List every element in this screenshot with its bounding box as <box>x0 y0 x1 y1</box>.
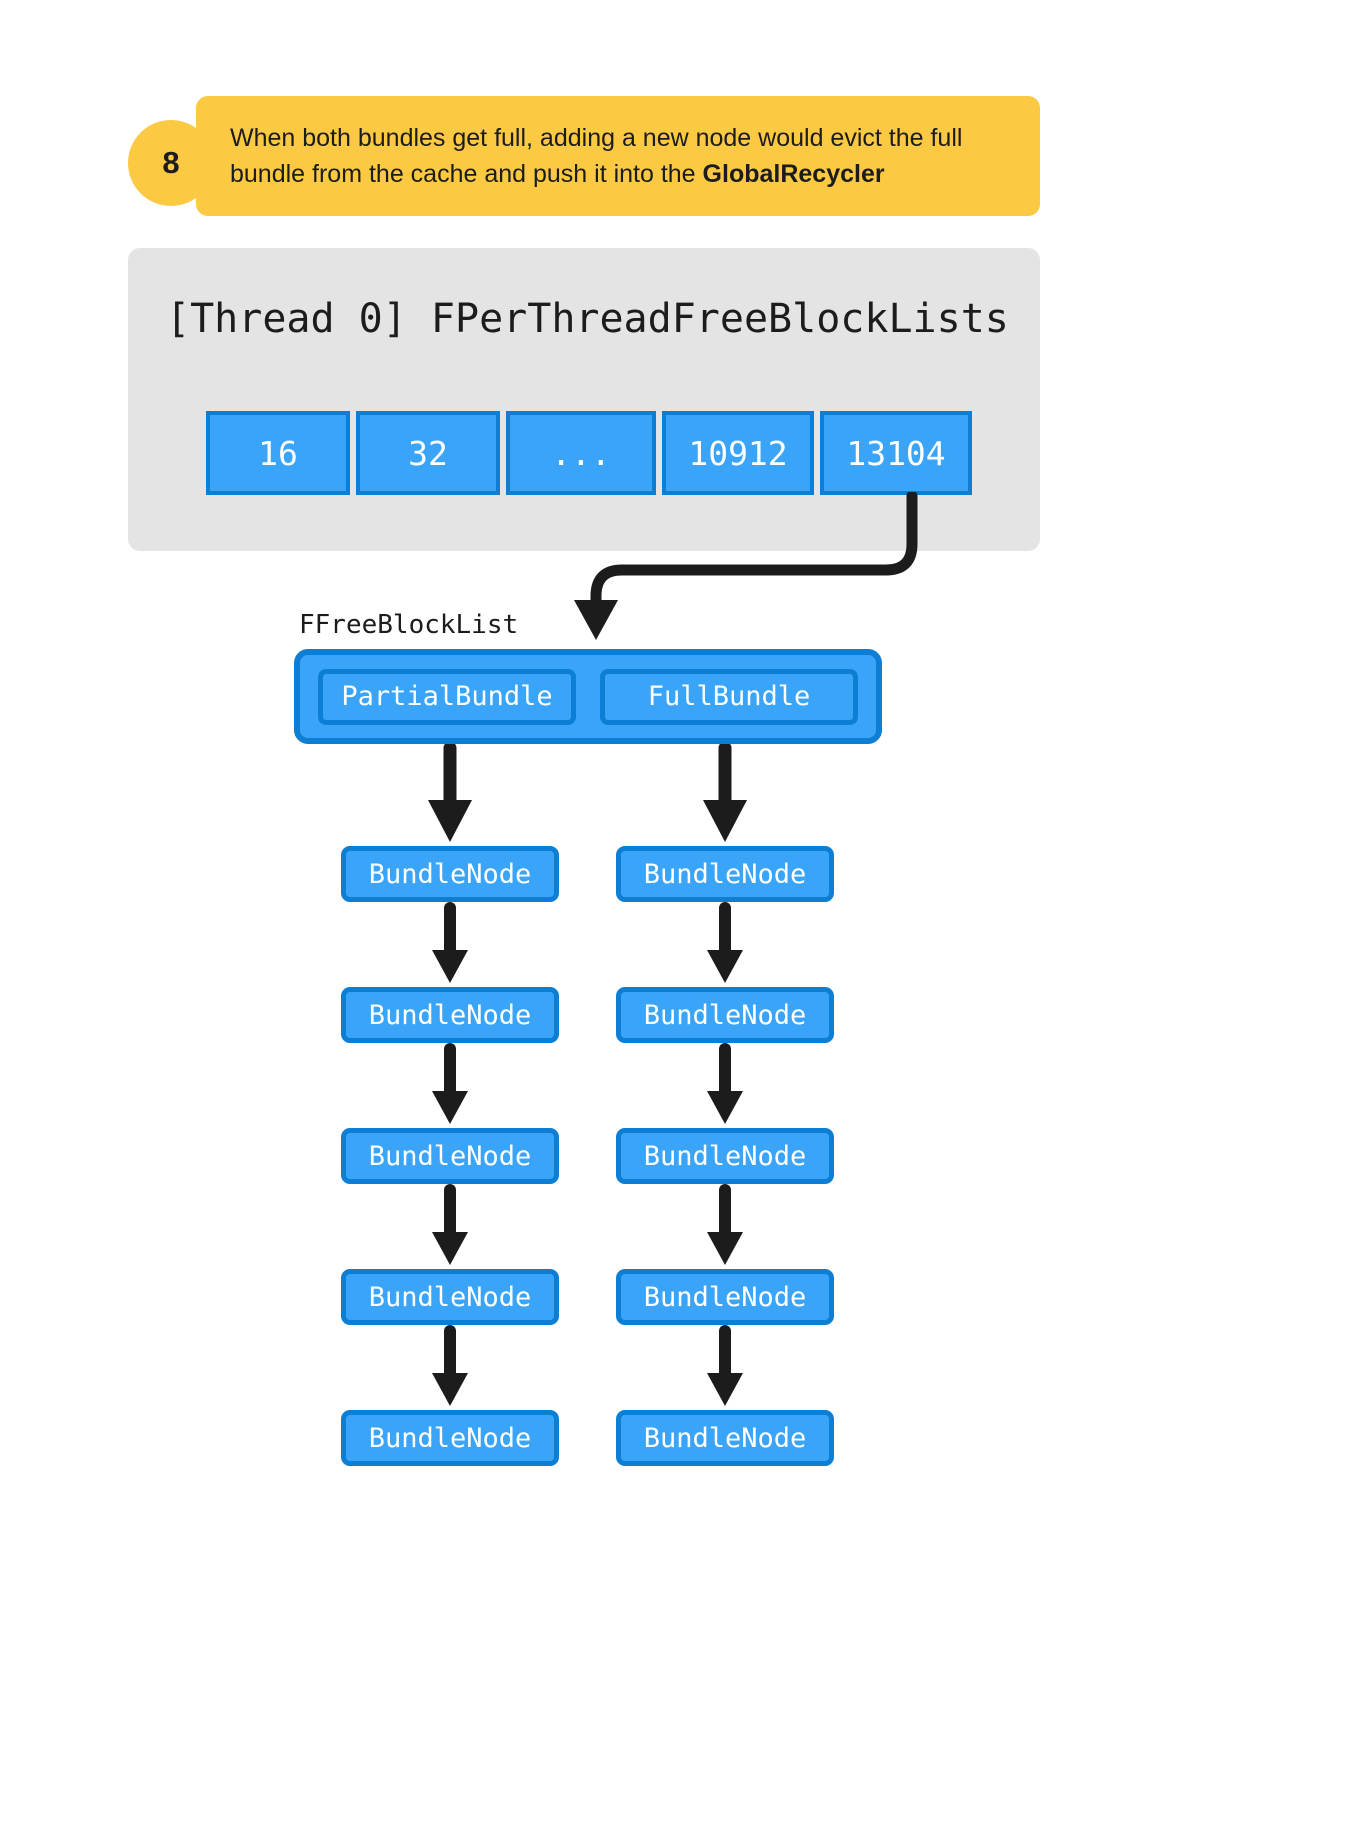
down-arrow-icon <box>432 1184 468 1265</box>
down-arrow-icon <box>428 744 472 842</box>
size-class-cell[interactable]: 32 <box>356 411 500 495</box>
down-arrow-icon <box>707 1043 743 1124</box>
bundle-node[interactable]: BundleNode <box>341 1128 559 1184</box>
callout-text-plain: When both bundles get full, adding a new… <box>230 123 963 188</box>
partial-bundle-chain: BundleNode BundleNode BundleNode BundleN… <box>300 744 600 1466</box>
size-class-cell[interactable]: 16 <box>206 411 350 495</box>
down-arrow-icon <box>707 902 743 983</box>
bundle-node[interactable]: BundleNode <box>341 1410 559 1466</box>
panel-title: [Thread 0] FPerThreadFreeBlockLists <box>166 296 1009 342</box>
bundle-node[interactable]: BundleNode <box>341 846 559 902</box>
bundle-node[interactable]: BundleNode <box>341 987 559 1043</box>
callout-body: When both bundles get full, adding a new… <box>196 96 1040 216</box>
callout-text-bold: GlobalRecycler <box>702 160 885 188</box>
per-thread-free-block-lists-panel: [Thread 0] FPerThreadFreeBlockLists 16 3… <box>128 248 1040 551</box>
curved-connector-arrow <box>574 492 918 640</box>
callout-text: When both bundles get full, adding a new… <box>230 120 1014 193</box>
size-class-cell[interactable]: 13104 <box>820 411 972 495</box>
full-bundle-slot[interactable]: FullBundle <box>600 668 858 725</box>
bundle-node[interactable]: BundleNode <box>616 846 834 902</box>
down-arrow-icon <box>703 744 747 842</box>
size-class-cell[interactable]: ... <box>506 411 656 495</box>
ffreeblocklist-box: PartialBundle FullBundle <box>294 649 882 744</box>
down-arrow-icon <box>432 1043 468 1124</box>
size-class-cell-row: 16 32 ... 10912 13104 <box>206 411 972 495</box>
ffreeblocklist-label: FFreeBlockList <box>299 610 519 640</box>
down-arrow-icon <box>432 1325 468 1406</box>
callout-step-8: 8 When both bundles get full, adding a n… <box>128 96 1040 216</box>
step-number-badge: 8 <box>128 120 214 206</box>
bundle-node[interactable]: BundleNode <box>616 1128 834 1184</box>
down-arrow-icon <box>707 1184 743 1265</box>
bundle-node[interactable]: BundleNode <box>616 1269 834 1325</box>
bundle-node[interactable]: BundleNode <box>341 1269 559 1325</box>
down-arrow-icon <box>432 902 468 983</box>
full-bundle-chain: BundleNode BundleNode BundleNode BundleN… <box>575 744 875 1466</box>
bundle-node[interactable]: BundleNode <box>616 987 834 1043</box>
partial-bundle-slot[interactable]: PartialBundle <box>318 668 576 725</box>
bundle-node[interactable]: BundleNode <box>616 1410 834 1466</box>
down-arrow-icon <box>707 1325 743 1406</box>
size-class-cell[interactable]: 10912 <box>662 411 814 495</box>
